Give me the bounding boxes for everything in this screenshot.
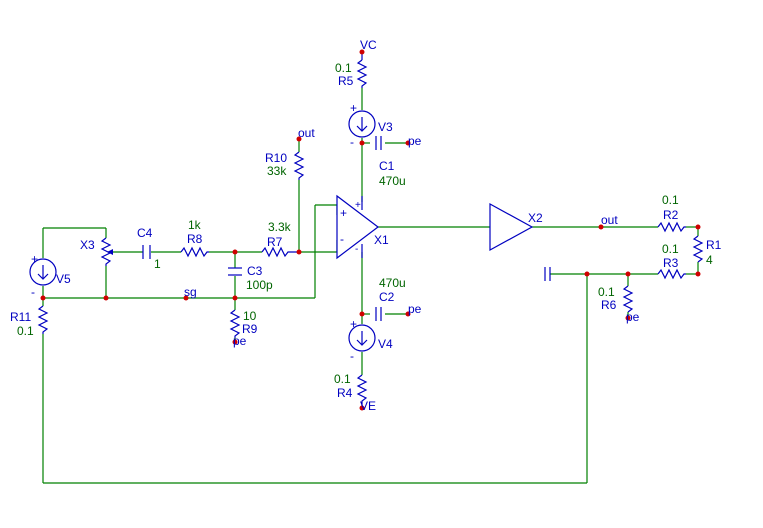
x1-vminus: - xyxy=(355,244,358,255)
resistor-r3 xyxy=(657,268,686,280)
resistor-r2 xyxy=(657,221,686,233)
x3-ref: X3 xyxy=(80,238,95,252)
v3-minus: - xyxy=(350,135,354,149)
r11-value: 0.1 xyxy=(17,324,34,338)
net-label-ve: VE xyxy=(360,399,376,413)
r2-value: 0.1 xyxy=(662,193,679,207)
v4-plus: + xyxy=(350,317,357,331)
v4-minus: - xyxy=(350,349,354,363)
capacitor-c2 xyxy=(375,307,382,321)
net-label-sg: sg xyxy=(184,285,197,299)
v3-plus: + xyxy=(350,101,357,115)
resistor-r7 xyxy=(261,246,298,258)
c2-ref: C2 xyxy=(379,290,395,304)
resistor-r11 xyxy=(37,305,49,334)
r11-ref: R11 xyxy=(10,310,31,324)
x1-plus: + xyxy=(340,206,347,220)
resistor-r9 xyxy=(229,309,241,338)
r1-value: 4 xyxy=(706,253,713,267)
net-label-pe-c2: pe xyxy=(408,302,422,316)
r3-value: 0.1 xyxy=(662,242,679,256)
r7-ref: R7 xyxy=(267,235,283,249)
opamp-x1 xyxy=(336,194,379,260)
net-label-vc: VC xyxy=(360,38,377,52)
x2-ref: X2 xyxy=(528,211,543,225)
v3-ref: V3 xyxy=(378,120,393,134)
r8-ref: R8 xyxy=(187,232,203,246)
voltage-source-v4 xyxy=(348,324,376,352)
c1-value: 470u xyxy=(379,174,406,188)
net-label-pe-r9: pe xyxy=(233,334,247,348)
r5-value: 0.1 xyxy=(335,61,352,75)
r4-ref: R4 xyxy=(337,386,353,400)
v5-minus: - xyxy=(31,285,35,299)
v5-ref: V5 xyxy=(56,272,71,286)
r5-ref: R5 xyxy=(338,74,354,88)
net-label-out-2: out xyxy=(601,213,618,227)
r3-ref: R3 xyxy=(663,256,679,270)
r4-value: 0.1 xyxy=(334,372,351,386)
r9-value: 10 xyxy=(243,309,257,323)
r1-ref: R1 xyxy=(706,238,722,252)
voltage-source-v3 xyxy=(348,110,376,138)
v5-plus: + xyxy=(31,252,38,266)
resistor-r10 xyxy=(293,151,305,180)
r6-value: 0.1 xyxy=(598,285,615,299)
net-label-pe-c1: pe xyxy=(408,134,422,148)
c3-ref: C3 xyxy=(247,264,263,278)
c4-ref: C4 xyxy=(137,226,153,240)
resistor-r5 xyxy=(356,52,368,88)
resistor-r8 xyxy=(180,246,209,258)
x1-minus: - xyxy=(340,232,344,246)
resistor-r6 xyxy=(622,285,634,313)
junction-dots xyxy=(40,49,701,411)
c4-value: 1 xyxy=(154,257,161,271)
r8-value: 1k xyxy=(188,218,202,232)
c1-ref: C1 xyxy=(379,159,395,173)
buffer-x2 xyxy=(489,202,534,252)
capacitor-c1 xyxy=(375,136,382,150)
net-label-out: out xyxy=(298,126,315,140)
wires xyxy=(42,88,699,484)
ground-symbol xyxy=(544,267,551,281)
x1-ref: X1 xyxy=(374,233,389,247)
r10-value: 33k xyxy=(267,164,287,178)
capacitor-c3 xyxy=(228,267,242,276)
r7-value: 3.3k xyxy=(268,220,292,234)
v4-ref: V4 xyxy=(378,337,393,351)
net-label-pe-r6: pe xyxy=(626,310,640,324)
r10-ref: R10 xyxy=(265,151,287,165)
capacitor-c4 xyxy=(142,245,151,259)
voltage-source-v5 xyxy=(29,258,57,286)
c2-value: 470u xyxy=(379,276,406,290)
r6-ref: R6 xyxy=(601,298,617,312)
c3-value: 100p xyxy=(246,278,273,292)
r2-ref: R2 xyxy=(663,208,679,222)
resistor-r1 xyxy=(692,235,704,263)
potentiometer-x3 xyxy=(100,237,113,266)
x1-vplus: + xyxy=(355,200,361,211)
r9-ref: R9 xyxy=(242,322,258,336)
